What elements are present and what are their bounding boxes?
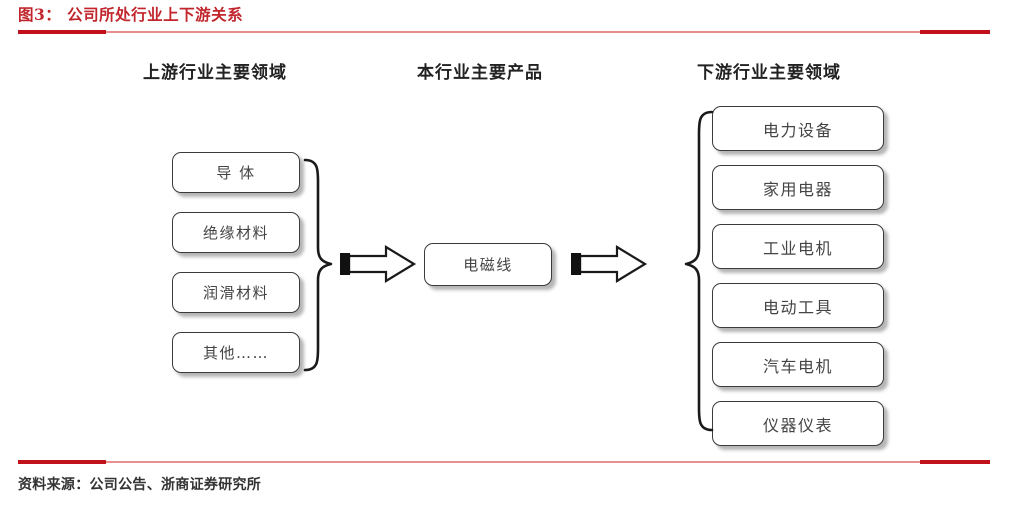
header-divider-right-accent: [920, 30, 990, 34]
column-heading-upstream: 上游行业主要领域: [143, 63, 287, 83]
node-downstream-6: 仪器仪表: [712, 401, 884, 446]
page-title: 图3： 公司所处行业上下游关系: [18, 5, 244, 24]
node-industry-product: 电磁线: [424, 243, 552, 286]
column-heading-industry: 本行业主要产品: [417, 63, 543, 83]
brace-upstream-icon: [303, 158, 333, 372]
node-upstream-4: 其他……: [172, 332, 300, 373]
node-upstream-2: 绝缘材料: [172, 212, 300, 253]
node-downstream-2: 家用电器: [712, 165, 884, 210]
source-note: 资料来源：公司公告、浙商证券研究所: [18, 477, 262, 493]
arrow-product-to-downstream-icon: [571, 245, 648, 283]
arrow-upstream-to-product-icon: [340, 245, 417, 283]
brace-downstream-icon: [684, 110, 714, 432]
node-downstream-3: 工业电机: [712, 224, 884, 269]
header-divider-left-accent: [18, 30, 106, 34]
node-upstream-3: 润滑材料: [172, 272, 300, 313]
footer-divider-thin: [18, 461, 990, 463]
node-downstream-4: 电动工具: [712, 283, 884, 328]
footer-divider-left-accent: [18, 460, 106, 464]
node-downstream-5: 汽车电机: [712, 342, 884, 387]
header-divider-thin: [18, 31, 990, 33]
column-heading-downstream: 下游行业主要领域: [697, 63, 841, 83]
node-downstream-1: 电力设备: [712, 106, 884, 151]
footer-divider-right-accent: [920, 460, 990, 464]
node-upstream-1: 导 体: [172, 152, 300, 193]
